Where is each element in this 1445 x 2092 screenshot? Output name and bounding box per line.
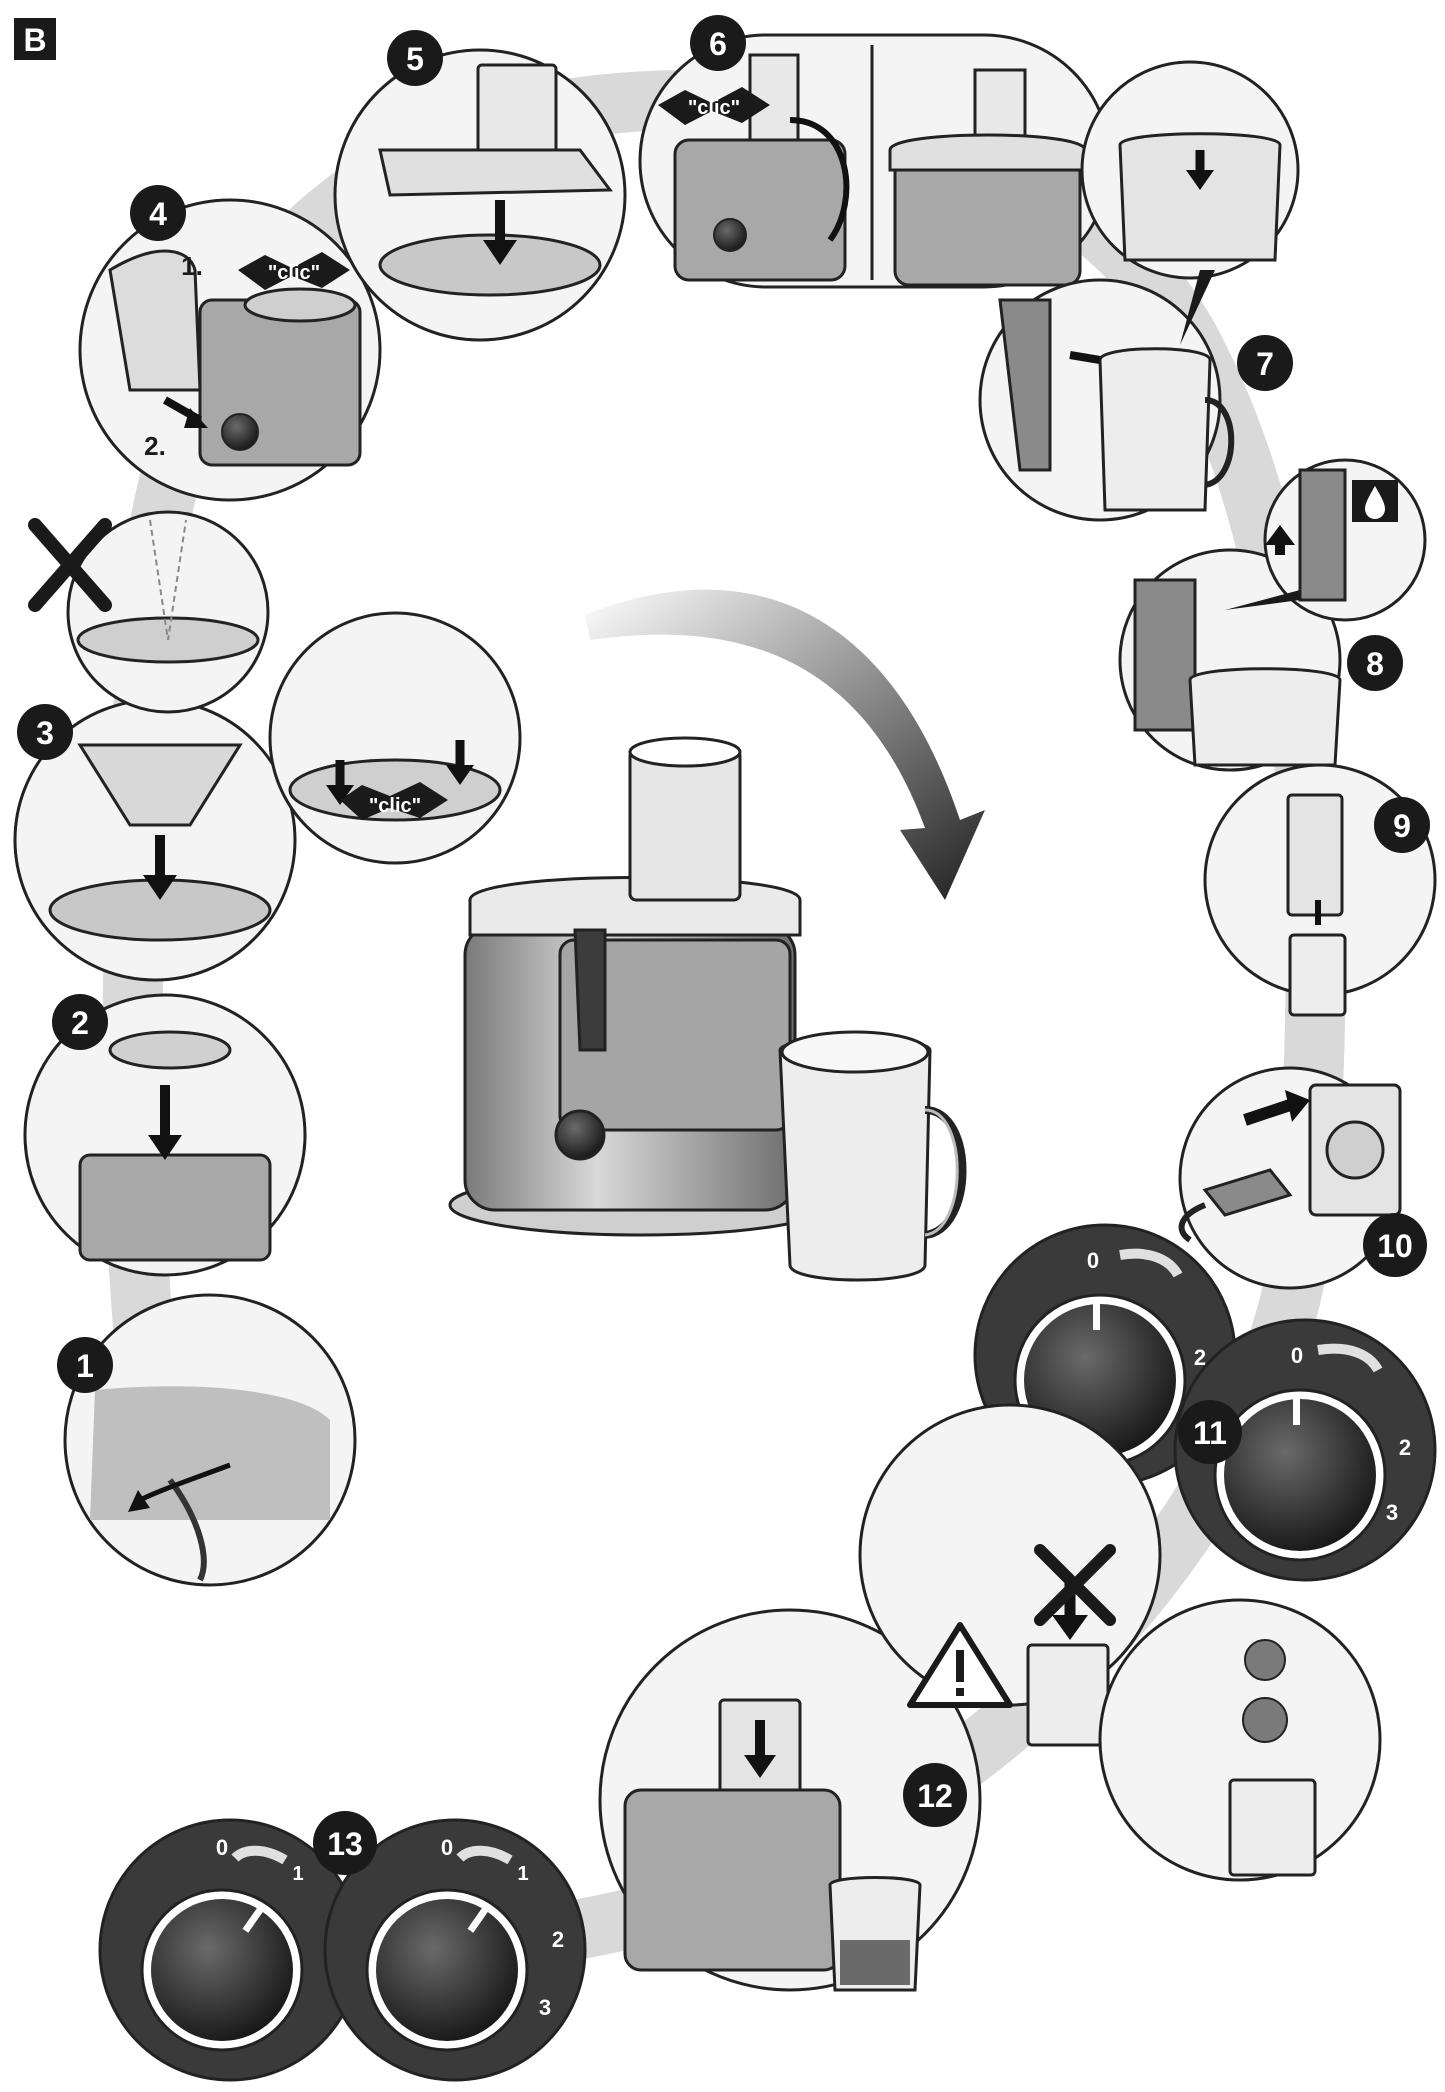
svg-text:"clic": "clic" (268, 262, 320, 284)
svg-text:2.: 2. (144, 431, 166, 461)
step-10-badge: 10 (1363, 1213, 1427, 1277)
step-3-clic-panel: "clic" (268, 611, 522, 865)
svg-text:2: 2 (552, 1927, 564, 1952)
svg-text:4: 4 (149, 196, 167, 232)
svg-text:0: 0 (216, 1835, 228, 1860)
step-6-panel: "clic" (638, 33, 1112, 289)
svg-text:6: 6 (709, 26, 727, 62)
svg-text:3: 3 (36, 715, 54, 751)
svg-text:"clic": "clic" (688, 97, 740, 119)
step-13-dial-left: 0 1 2 (98, 1818, 362, 2082)
step-3-warning-panel (66, 510, 270, 714)
svg-text:B: B (23, 22, 46, 58)
rotate-arrow-icon (585, 589, 985, 900)
svg-text:0: 0 (1087, 1248, 1099, 1273)
step-12-badge: 12 (903, 1763, 967, 1827)
step-1-badge: 1 (57, 1337, 113, 1393)
step-11-badge: 11 (1178, 1400, 1242, 1464)
svg-text:10: 10 (1377, 1228, 1413, 1264)
step-3-panel (13, 698, 297, 982)
step-3-badge: 3 (17, 704, 73, 760)
step-5-panel (333, 48, 627, 342)
step-8-badge: 8 (1347, 635, 1403, 691)
step-13-dial-right: 0 1 2 3 (323, 1818, 587, 2082)
step-2-badge: 2 (52, 994, 108, 1050)
svg-text:"clic": "clic" (369, 795, 421, 817)
water-drop-icon (1352, 480, 1398, 522)
step-4-badge: 4 (130, 185, 186, 241)
svg-text:0: 0 (1291, 1343, 1303, 1368)
step-8-panel (1118, 458, 1427, 772)
svg-text:5: 5 (406, 41, 424, 77)
step-5-badge: 5 (387, 30, 443, 86)
svg-text:3: 3 (539, 1995, 551, 2020)
step-9-badge: 9 (1374, 797, 1430, 853)
svg-text:2: 2 (71, 1005, 89, 1041)
svg-text:2: 2 (1194, 1345, 1206, 1370)
cross-icon (28, 518, 112, 612)
warning-icon (907, 1622, 1013, 1708)
step-7-badge: 7 (1237, 335, 1293, 391)
svg-text:12: 12 (917, 1778, 953, 1814)
juicer-illustration (448, 736, 967, 1282)
step-6-badge: 6 (690, 15, 746, 71)
svg-text:0: 0 (441, 1835, 453, 1860)
svg-text:1: 1 (292, 1863, 303, 1885)
step-2-panel (23, 993, 307, 1277)
section-label: B (14, 18, 56, 60)
svg-text:1.: 1. (181, 251, 203, 281)
svg-text:11: 11 (1193, 1415, 1227, 1451)
svg-text:9: 9 (1393, 808, 1411, 844)
svg-text:1: 1 (76, 1348, 94, 1384)
step-12-panel (598, 1403, 1382, 1992)
svg-text:7: 7 (1256, 346, 1274, 382)
step-11-dial-right: 0 2 3 (1173, 1318, 1437, 1582)
svg-text:3: 3 (1386, 1500, 1398, 1525)
step-10-panel (1178, 1066, 1402, 1290)
svg-text:2: 2 (1399, 1435, 1411, 1460)
step-7-panel (978, 60, 1300, 522)
svg-text:13: 13 (327, 1826, 363, 1862)
step-1-panel (63, 1293, 357, 1587)
step-4-panel: "clic" 1. 2. (78, 198, 382, 502)
step-13-badge: 13 (313, 1811, 377, 1875)
svg-text:8: 8 (1366, 646, 1384, 682)
svg-text:1: 1 (517, 1863, 528, 1885)
